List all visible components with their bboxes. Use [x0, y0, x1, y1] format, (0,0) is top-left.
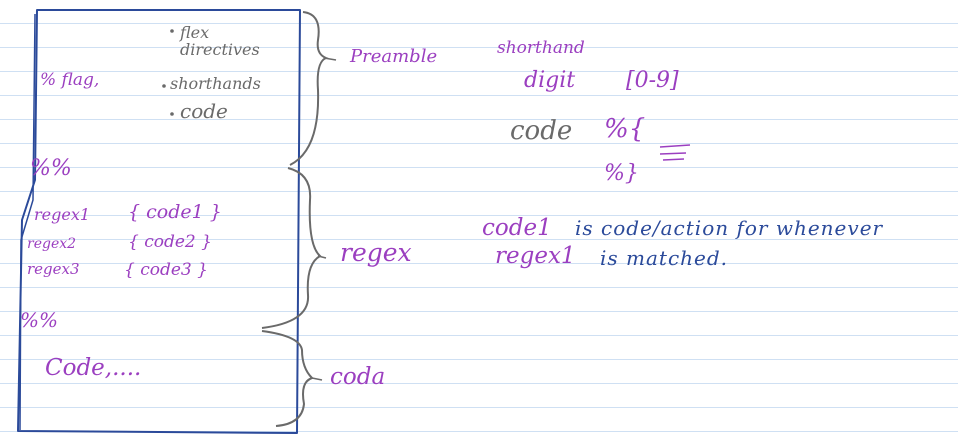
- code-label: code: [510, 116, 573, 146]
- rule-action-2: { code2 }: [128, 232, 212, 252]
- shorthand-name: digit: [524, 68, 576, 93]
- brace-regex: [261, 167, 322, 329]
- regex-tick: [317, 255, 327, 259]
- section-preamble: Preamble: [350, 46, 438, 67]
- flag-label: % flag,: [40, 70, 100, 90]
- left-box-outline: [17, 9, 301, 434]
- rule-action-3: { code3 }: [124, 260, 208, 280]
- bullet-shorthands: [162, 84, 166, 88]
- bullet-code: [170, 112, 174, 116]
- action-note-line-1: is code/action for whenever: [575, 216, 884, 240]
- code-block-lines: [659, 144, 691, 161]
- action-note-line-2: is matched.: [600, 246, 729, 270]
- preamble-item-code: code: [180, 99, 228, 123]
- bullet-directives: [170, 29, 174, 33]
- preamble-tick: [323, 57, 337, 61]
- separator-2: %%: [20, 308, 59, 332]
- rule-action-1: { code1 }: [128, 201, 222, 223]
- shorthand-heading: shorthand: [497, 38, 585, 58]
- code-close: %}: [604, 161, 639, 186]
- shorthand-value: [0-9]: [626, 68, 679, 93]
- separator-1: %%: [30, 156, 72, 181]
- action-note-code1: code1: [482, 215, 552, 241]
- user-code-label: Code,....: [45, 355, 142, 381]
- rule-regex-1: regex1: [34, 205, 91, 224]
- section-regex: regex: [340, 238, 412, 267]
- coda-tick: [311, 377, 323, 381]
- preamble-item-shorthands: shorthands: [170, 74, 261, 93]
- preamble-item-directives: flex directives: [180, 23, 260, 59]
- rule-regex-2: regex2: [27, 236, 77, 252]
- brace-preamble: [289, 11, 329, 166]
- left-margin-line: [19, 13, 36, 431]
- section-coda: coda: [330, 364, 386, 390]
- code-open: %{: [604, 114, 646, 144]
- rule-regex-3: regex3: [27, 260, 80, 278]
- brace-coda: [261, 330, 314, 427]
- action-note-regex1: regex1: [495, 243, 576, 269]
